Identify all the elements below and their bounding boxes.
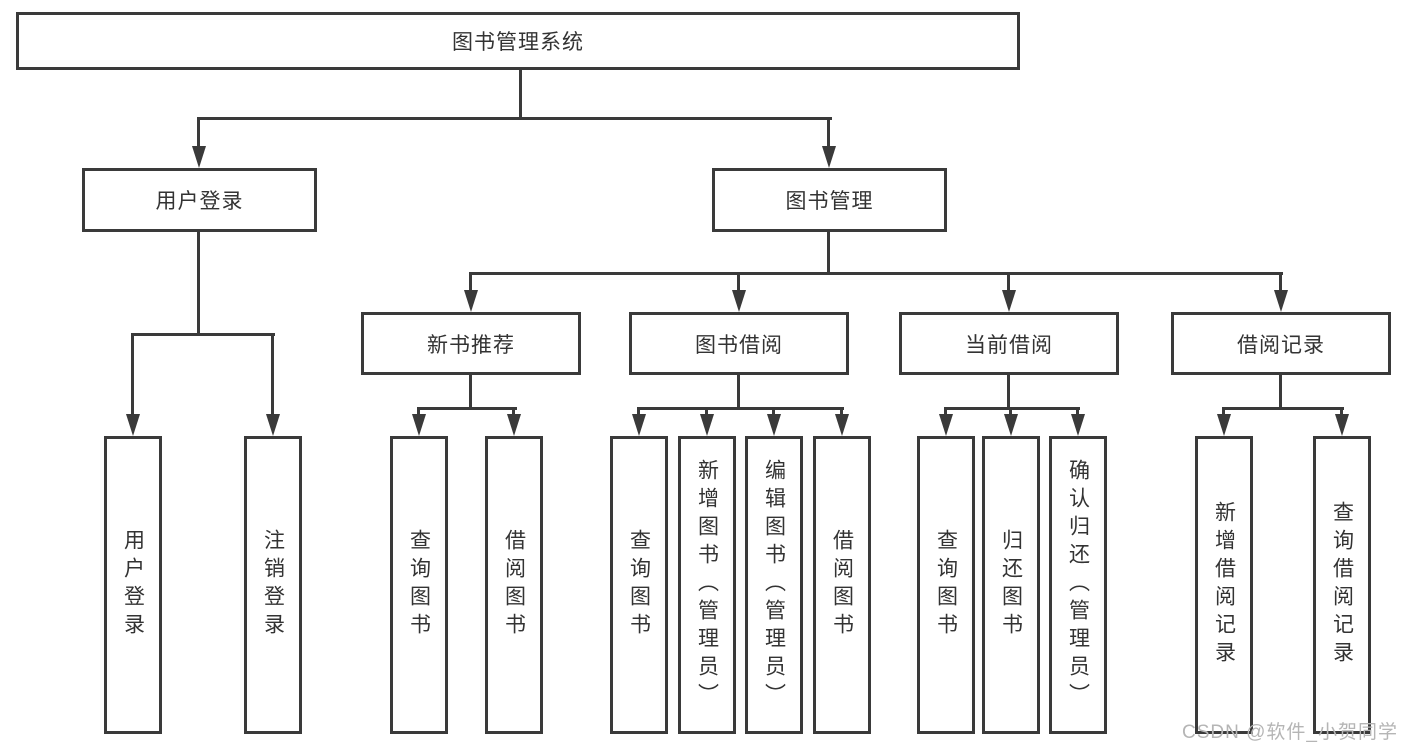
- connector-user-login-drop: [197, 117, 200, 150]
- leaf-query-book-current-label: 查询图书: [934, 529, 958, 641]
- connector-new-book-recommend-drop: [469, 272, 472, 294]
- leaf-return-book-label: 归还图书: [999, 529, 1023, 641]
- leaf-query-book-borrow-label: 查询图书: [627, 529, 651, 641]
- arrowhead-new-book-recommend: [464, 290, 478, 312]
- node-book-management: 图书管理: [712, 168, 947, 232]
- node-root: 图书管理系统: [16, 12, 1020, 70]
- connector-leaf-d3-drop: [1076, 407, 1079, 418]
- connector-leaf-c1-drop: [637, 407, 640, 418]
- arrowhead-book-management: [822, 146, 836, 168]
- connector-leaf-b1-drop: [417, 407, 420, 418]
- connector-current-borrow-drop: [1007, 272, 1010, 294]
- leaf-logout: 注销登录: [244, 436, 302, 734]
- node-user-login-label: 用户登录: [155, 190, 244, 213]
- node-borrow-record-label: 借阅记录: [1237, 333, 1325, 357]
- arrowhead-leaf-user-login: [126, 414, 140, 436]
- arrowhead-leaf-c1: [632, 414, 646, 436]
- leaf-logout-label: 注销登录: [261, 529, 285, 641]
- node-borrow-record: 借阅记录: [1171, 312, 1391, 375]
- leaf-add-book-admin-label: 新增图书（管理员）: [695, 459, 719, 711]
- node-user-login: 用户登录: [82, 168, 317, 232]
- connector-root-stem: [519, 70, 522, 120]
- connector-current-borrow-stem: [1007, 375, 1010, 410]
- node-book-borrow: 图书借阅: [629, 312, 849, 375]
- leaf-borrow-book-recommend: 借阅图书: [485, 436, 543, 734]
- arrowhead-leaf-d2: [1004, 414, 1018, 436]
- arrowhead-leaf-d3: [1071, 414, 1085, 436]
- connector-current-borrow-branch: [944, 407, 1080, 410]
- connector-book-borrow-branch: [637, 407, 844, 410]
- leaf-borrow-book-recommend-label: 借阅图书: [502, 529, 526, 641]
- connector-new-book-recommend-branch: [417, 407, 517, 410]
- connector-borrow-record-drop: [1279, 272, 1282, 294]
- leaf-query-book-recommend: 查询图书: [390, 436, 448, 734]
- arrowhead-leaf-d1: [939, 414, 953, 436]
- arrowhead-leaf-e1: [1217, 414, 1231, 436]
- leaf-user-login: 用户登录: [104, 436, 162, 734]
- connector-book-borrow-stem: [737, 375, 740, 410]
- connector-level1-branch: [197, 117, 832, 120]
- leaf-confirm-return-admin-label: 确认归还（管理员）: [1066, 459, 1090, 711]
- connector-leaf-e1-drop: [1222, 407, 1225, 418]
- arrowhead-leaf-c4: [835, 414, 849, 436]
- arrowhead-leaf-b1: [412, 414, 426, 436]
- arrowhead-borrow-record: [1274, 290, 1288, 312]
- connector-leaf-logout-drop: [271, 333, 274, 418]
- connector-leaf-c4-drop: [840, 407, 843, 418]
- leaf-add-book-admin: 新增图书（管理员）: [678, 436, 736, 734]
- connector-borrow-record-branch: [1222, 407, 1344, 410]
- connector-leaf-e2-drop: [1340, 407, 1343, 418]
- leaf-user-login-label: 用户登录: [121, 529, 145, 641]
- connector-user-login-branch: [131, 333, 275, 336]
- arrowhead-leaf-c2: [700, 414, 714, 436]
- connector-book-management-stem: [827, 232, 830, 274]
- connector-leaf-user-login-drop: [131, 333, 134, 418]
- connector-user-login-stem: [197, 232, 200, 336]
- leaf-edit-book-admin-label: 编辑图书（管理员）: [762, 459, 786, 711]
- connector-leaf-c2-drop: [705, 407, 708, 418]
- arrowhead-leaf-e2: [1335, 414, 1349, 436]
- leaf-add-borrow-record: 新增借阅记录: [1195, 436, 1253, 734]
- leaf-add-borrow-record-label: 新增借阅记录: [1212, 501, 1236, 669]
- node-current-borrow: 当前借阅: [899, 312, 1119, 375]
- leaf-query-book-recommend-label: 查询图书: [407, 529, 431, 641]
- connector-borrow-record-stem: [1279, 375, 1282, 410]
- arrowhead-leaf-c3: [767, 414, 781, 436]
- leaf-edit-book-admin: 编辑图书（管理员）: [745, 436, 803, 734]
- leaf-query-borrow-record: 查询借阅记录: [1313, 436, 1371, 734]
- leaf-query-borrow-record-label: 查询借阅记录: [1330, 501, 1354, 669]
- connector-leaf-b2-drop: [512, 407, 515, 418]
- connector-leaf-c3-drop: [772, 407, 775, 418]
- connector-level2-branch: [469, 272, 1283, 275]
- leaf-borrow-book: 借阅图书: [813, 436, 871, 734]
- connector-new-book-recommend-stem: [469, 375, 472, 410]
- connector-book-borrow-drop: [737, 272, 740, 294]
- leaf-borrow-book-label: 借阅图书: [830, 529, 854, 641]
- node-book-management-label: 图书管理: [785, 190, 874, 213]
- arrowhead-user-login: [192, 146, 206, 168]
- node-root-label: 图书管理系统: [452, 31, 584, 54]
- arrowhead-book-borrow: [732, 290, 746, 312]
- arrowhead-leaf-b2: [507, 414, 521, 436]
- connector-book-management-drop: [827, 117, 830, 150]
- connector-leaf-d2-drop: [1009, 407, 1012, 418]
- node-new-book-recommend-label: 新书推荐: [427, 333, 515, 357]
- arrowhead-leaf-logout: [266, 414, 280, 436]
- node-current-borrow-label: 当前借阅: [965, 333, 1053, 357]
- leaf-confirm-return-admin: 确认归还（管理员）: [1049, 436, 1107, 734]
- arrowhead-current-borrow: [1002, 290, 1016, 312]
- leaf-return-book: 归还图书: [982, 436, 1040, 734]
- connector-leaf-d1-drop: [944, 407, 947, 418]
- node-book-borrow-label: 图书借阅: [695, 333, 783, 357]
- leaf-query-book-borrow: 查询图书: [610, 436, 668, 734]
- leaf-query-book-current: 查询图书: [917, 436, 975, 734]
- node-new-book-recommend: 新书推荐: [361, 312, 581, 375]
- csdn-watermark: CSDN @软件_小贺同学: [1182, 722, 1398, 743]
